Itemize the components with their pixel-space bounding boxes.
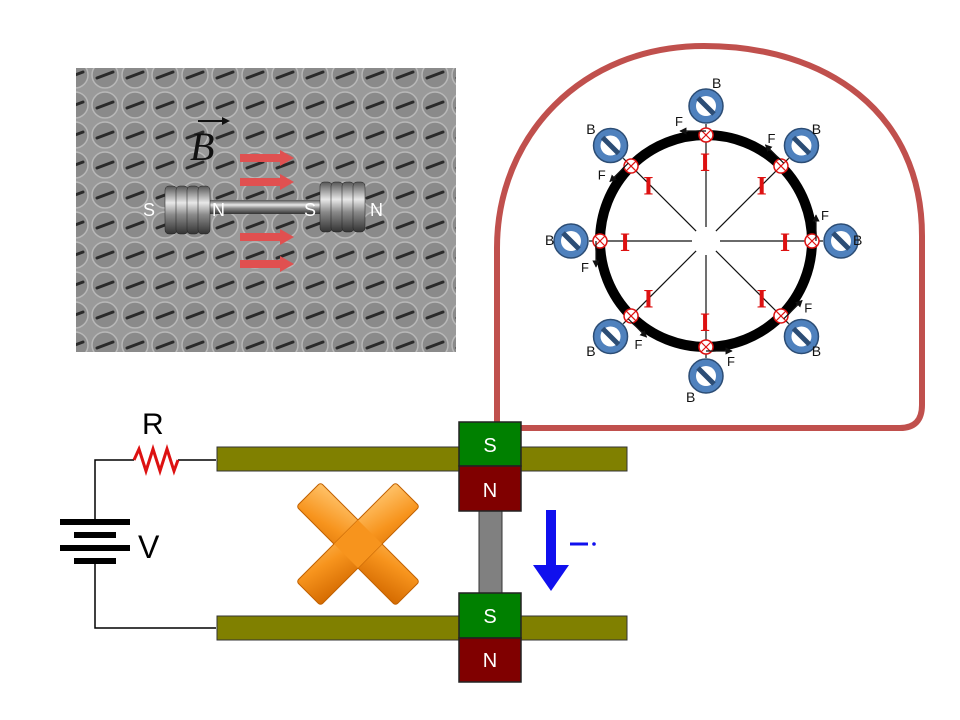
- bottom-magnet-s-label: S: [483, 606, 496, 628]
- current-marker-icon: [804, 233, 820, 249]
- b-label: B: [812, 343, 821, 359]
- b-label: B: [586, 343, 595, 359]
- force-label: F: [635, 337, 643, 352]
- top-magnet-n-label: N: [483, 480, 497, 502]
- resistor-label: R: [142, 408, 164, 441]
- top-magnet: S N: [458, 421, 522, 512]
- battery-label: V: [138, 529, 160, 565]
- outer-magnet-icon: [688, 358, 724, 394]
- current-marker-icon: [623, 158, 639, 174]
- outer-magnet-icon: [783, 127, 820, 164]
- resistor: [132, 444, 180, 476]
- force-label: F: [821, 208, 829, 223]
- outer-magnet-icon: [688, 88, 724, 124]
- current-label: I: [700, 148, 710, 177]
- force-label: F: [598, 168, 606, 183]
- rod-magnet-assembly: [164, 181, 366, 235]
- current-label: I: [620, 228, 630, 257]
- force-arrow: [609, 162, 629, 183]
- field-arrow: [240, 229, 294, 245]
- wire-left-bottom: [94, 563, 216, 629]
- force-label: F: [581, 260, 589, 275]
- force-arrow: [764, 144, 785, 164]
- ring-hub: [694, 229, 718, 253]
- right-magnet-s-label: S: [304, 200, 316, 220]
- current-label: I: [643, 171, 653, 200]
- force-arrow: [783, 299, 803, 320]
- force-arrows: F F F F F F F F: [581, 114, 829, 369]
- force-label: F: [804, 300, 812, 315]
- outer-magnet-icon: [783, 318, 820, 355]
- current-marker-icon: [773, 308, 789, 324]
- top-magnet-s-label: S: [483, 435, 496, 457]
- axle-rod: [478, 510, 503, 594]
- cross-icon: [297, 483, 419, 605]
- current-marker-icon: [698, 127, 714, 143]
- left-magnet-n-label: N: [212, 200, 225, 220]
- b-label: B: [586, 121, 595, 137]
- field-arrow: [240, 256, 294, 272]
- current-marker-icon: [698, 339, 714, 355]
- field-symbol: B: [190, 124, 214, 169]
- bottom-magnet: S N: [458, 592, 522, 683]
- outer-magnet-icon: [592, 318, 629, 355]
- force-label: F: [767, 131, 775, 146]
- field-arrows: [240, 150, 294, 272]
- top-rail: [216, 446, 628, 472]
- current-marker-icon: [773, 158, 789, 174]
- field-arrow: [240, 174, 294, 190]
- field-vector-label: B: [190, 117, 230, 169]
- current-marker-icon: [623, 308, 639, 324]
- motion-arrow-icon: [533, 510, 596, 591]
- outer-magnets: B B B B B B B B: [545, 75, 862, 405]
- current-label: I: [780, 228, 790, 257]
- bottom-rail: [216, 615, 628, 641]
- b-label: B: [712, 75, 721, 91]
- left-magnet-s-label: S: [143, 200, 155, 220]
- bottom-magnet-n-label: N: [483, 650, 497, 672]
- force-label: F: [727, 354, 735, 369]
- current-label: I: [700, 308, 710, 337]
- current-label: I: [757, 285, 767, 314]
- b-label: B: [686, 389, 695, 405]
- current-label: I: [757, 171, 767, 200]
- b-label: B: [812, 121, 821, 137]
- outer-magnet-icon: [553, 223, 589, 259]
- outer-magnet-icon: [823, 223, 859, 259]
- force-label: F: [675, 114, 683, 129]
- current-marker-icon: [592, 233, 608, 249]
- wire-left-top: [94, 459, 134, 522]
- right-magnet-n-label: N: [370, 200, 383, 220]
- b-label: B: [545, 232, 554, 248]
- current-label: I: [643, 285, 653, 314]
- field-arrow: [240, 150, 294, 166]
- magnet-photo: S N S N B: [76, 68, 456, 352]
- outer-magnet-icon: [592, 127, 629, 164]
- force-arrow: [627, 318, 648, 338]
- battery: [60, 519, 130, 564]
- circuit: R V S N S N: [60, 408, 628, 683]
- b-label: B: [853, 232, 862, 248]
